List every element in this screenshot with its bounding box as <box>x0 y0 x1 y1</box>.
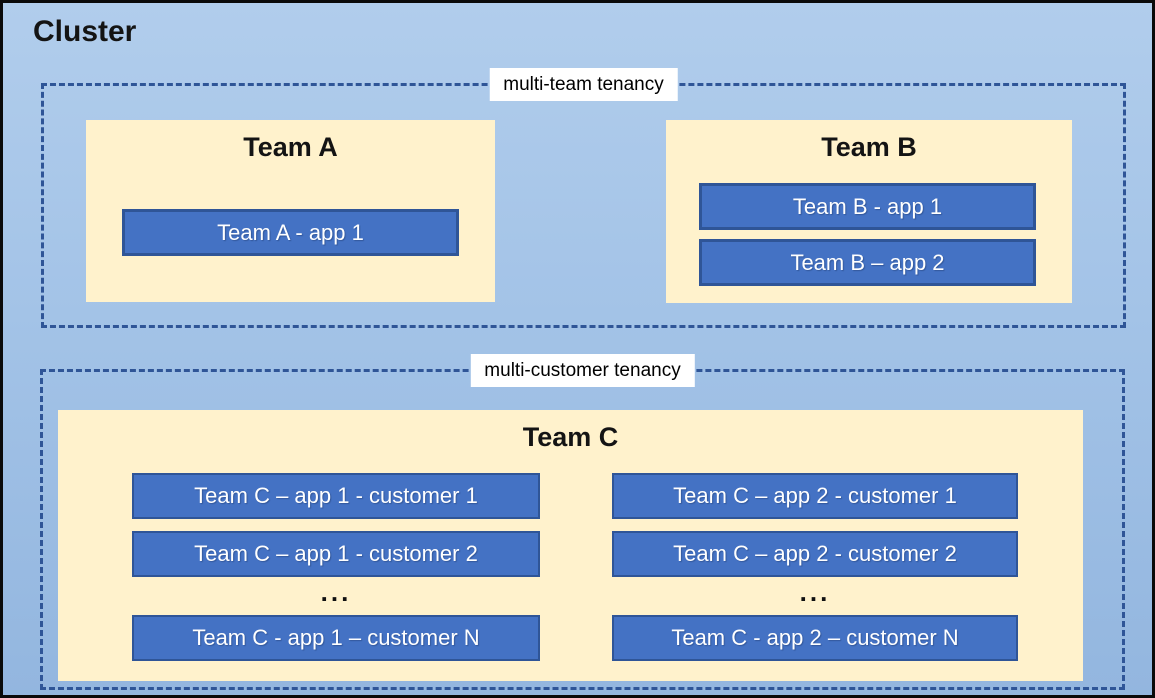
team-c-app-2-customer-n: Team C - app 2 – customer N <box>612 615 1018 661</box>
team-c-app-2-customer-2: Team C – app 2 - customer 2 <box>612 531 1018 577</box>
team-c-app-2-customer-1: Team C – app 2 - customer 1 <box>612 473 1018 519</box>
cluster-title: Cluster <box>33 15 137 48</box>
team-c-app-1-customer-2: Team C – app 1 - customer 2 <box>132 531 540 577</box>
team-c-app-1-customer-n: Team C - app 1 – customer N <box>132 615 540 661</box>
multi-team-tenancy-label: multi-team tenancy <box>489 68 678 101</box>
team-a-title: Team A <box>243 132 338 162</box>
team-a-app-1: Team A - app 1 <box>122 209 459 256</box>
team-c-app-1-customer-1: Team C – app 1 - customer 1 <box>132 473 540 519</box>
team-c-title: Team C <box>522 422 619 452</box>
team-b-box: Team B Team B - app 1 Team B – app 2 <box>666 120 1072 303</box>
multi-customer-tenancy-label: multi-customer tenancy <box>470 354 695 387</box>
multi-customer-tenancy-region: multi-customer tenancy <box>40 354 1125 690</box>
team-a-box: Team A Team A - app 1 <box>86 120 495 302</box>
team-b-app-2: Team B – app 2 <box>699 239 1036 286</box>
team-c-app-1-ellipsis: ... <box>320 577 352 607</box>
team-c-box: Team C Team C – app 1 - customer 1 Team … <box>58 410 1083 681</box>
team-b-title: Team B <box>821 132 917 162</box>
multi-team-tenancy-region: multi-team tenancy <box>41 68 1126 328</box>
team-c-app-2-ellipsis: ... <box>799 577 831 607</box>
team-b-app-1: Team B - app 1 <box>699 183 1036 230</box>
